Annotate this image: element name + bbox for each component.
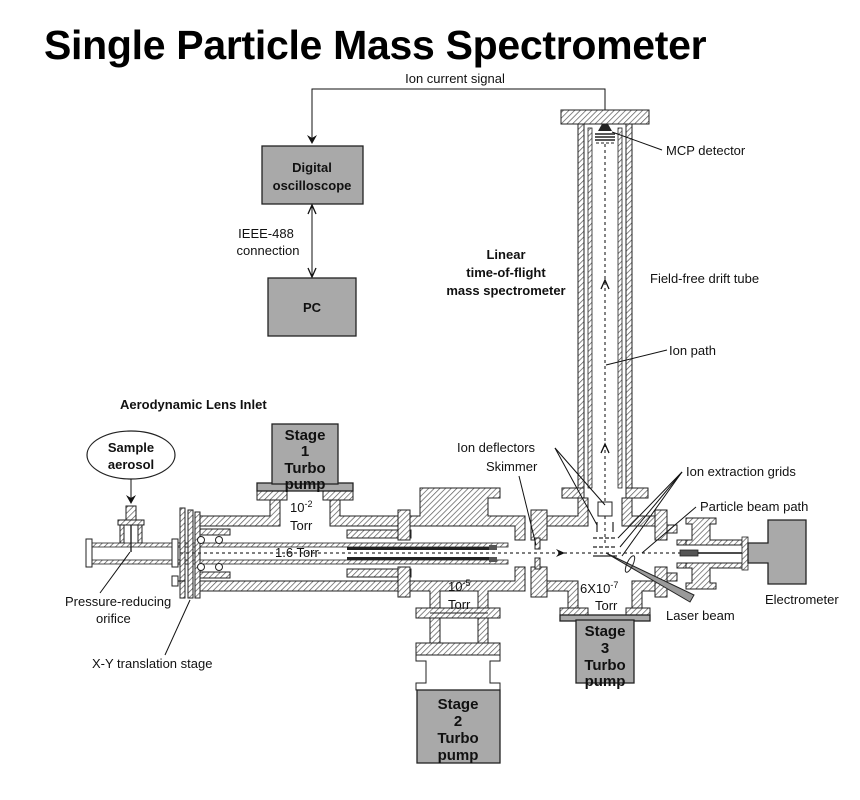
mcp-detector-leader [611, 131, 663, 151]
field-free-drift-tube-label: Field-free drift tube [650, 271, 759, 286]
skimmer [530, 509, 548, 598]
ion-deflectors-leader-1 [554, 447, 606, 506]
oscilloscope-label-line2: oscilloscope [273, 178, 352, 193]
xy-translation-stage-leader [164, 599, 191, 656]
page-title: Single Particle Mass Spectrometer [44, 22, 707, 68]
linear-tof-label-line3: mass spectrometer [446, 283, 565, 298]
stage2-label-4: pump [438, 747, 479, 764]
stage1-label-2: 1 [301, 443, 309, 460]
pressure-stage1-unit: Torr [290, 518, 313, 533]
sample-aerosol-line2: aerosol [108, 457, 154, 472]
ion-extraction-grids-leader-2 [619, 471, 683, 548]
ion-deflectors [596, 501, 614, 532]
stage1-turbo-pump: Stage 1 Turbo pump [256, 423, 354, 493]
ion-extraction-grids-leader-3 [621, 471, 683, 557]
stage2-label-2: 2 [454, 713, 462, 730]
stage3-label-4: pump [585, 673, 626, 690]
stage2-chamber [409, 487, 526, 691]
stage3-chamber [546, 497, 743, 617]
electrometer [679, 519, 807, 585]
particle-beam-path-label: Particle beam path [700, 499, 808, 514]
ion-deflectors-leader-2 [554, 447, 598, 526]
stage2-turbo-pump: Stage 2 Turbo pump [416, 689, 501, 764]
pc-label: PC [303, 300, 322, 315]
pressure-reducing-orifice-leader [99, 551, 131, 594]
laser-beam [605, 552, 695, 603]
pc-box: PC [267, 277, 357, 337]
sample-aerosol-line1: Sample [108, 440, 154, 455]
stage2-label-1: Stage [438, 696, 479, 713]
ion-deflectors-label: Ion deflectors [457, 440, 536, 455]
ion-path-arrow-upper [600, 278, 610, 290]
pressure-stage3-label: 6X10-7 [580, 580, 618, 596]
pressure-stage1-label: 10-2 [290, 499, 312, 515]
particle-beam-arrow [556, 549, 565, 557]
stage3-label-2: 3 [601, 640, 609, 657]
inlet-fitting [117, 505, 145, 544]
aerodynamic-lens-inlet-label: Aerodynamic Lens Inlet [120, 397, 267, 412]
pressure-reducing-orifice-label-2: orifice [96, 611, 131, 626]
stage3-turbo-pump: Stage 3 Turbo pump [559, 614, 651, 690]
stage3-label-3: Turbo [584, 657, 625, 674]
digital-oscilloscope-box: Digital oscilloscope [261, 145, 364, 205]
ion-path-arrow-lower [600, 442, 610, 454]
ion-current-signal-label: Ion current signal [405, 71, 505, 86]
sample-aerosol-bubble: Sample aerosol [86, 430, 176, 480]
stage1-label-4: pump [285, 476, 326, 493]
ion-extraction-grids-label: Ion extraction grids [686, 464, 796, 479]
ieee-label-line2: connection [237, 243, 300, 258]
mcp-detector-label: MCP detector [666, 143, 746, 158]
stage2-label-3: Turbo [437, 730, 478, 747]
stage1-label-3: Turbo [284, 460, 325, 477]
pressure-reducing-orifice-label-1: Pressure-reducing [65, 594, 171, 609]
pressure-stage2-unit: Torr [448, 597, 471, 612]
inlet-tube [85, 525, 509, 568]
pressure-lens-label: 1.6 Torr [275, 545, 320, 560]
ion-extraction-grids-leader-1 [617, 471, 683, 539]
pressure-stage2-label: 10-5 [448, 578, 470, 594]
stage3-label-1: Stage [585, 623, 626, 640]
ieee-488-connection-arrow [307, 203, 317, 279]
linear-tof-label-line2: time-of-flight [466, 265, 546, 280]
xy-translation-stage-label: X-Y translation stage [92, 656, 212, 671]
oscilloscope-label-line1: Digital [292, 160, 332, 175]
electrometer-label: Electrometer [765, 592, 839, 607]
mcp-detector [595, 124, 615, 144]
stage1-label-1: Stage [285, 427, 326, 444]
skimmer-leader [518, 475, 537, 546]
laser-beam-label: Laser beam [666, 608, 735, 623]
skimmer-label: Skimmer [486, 459, 538, 474]
ieee-label-line1: IEEE-488 [238, 226, 294, 241]
linear-tof-label-line1: Linear [486, 247, 525, 262]
ion-path-label: Ion path [669, 343, 716, 358]
ion-path-leader [605, 349, 668, 366]
particle-beam-path-leader [641, 506, 697, 554]
pressure-stage3-unit: Torr [595, 598, 618, 613]
ion-current-signal-line [307, 88, 606, 144]
